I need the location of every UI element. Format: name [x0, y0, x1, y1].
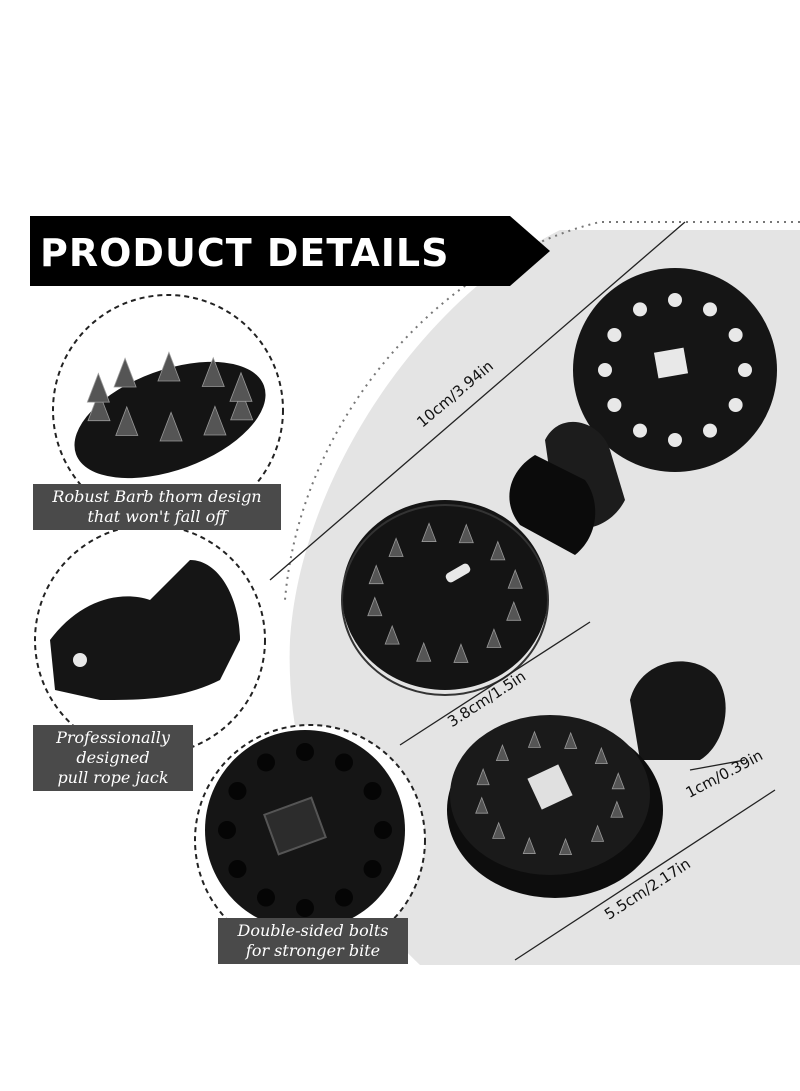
- spike: [475, 796, 489, 814]
- anchor-large: [341, 268, 777, 696]
- hole: [668, 433, 682, 447]
- hole: [228, 860, 247, 878]
- hole: [633, 423, 647, 438]
- caption-bolts: Double-sided bolts for stronger bite: [218, 918, 408, 964]
- spike: [201, 356, 225, 387]
- small-disc-square: [527, 764, 573, 810]
- spike: [229, 371, 253, 402]
- spike: [564, 731, 578, 749]
- detail-barb: [52, 294, 284, 526]
- spike: [476, 768, 490, 786]
- spike: [486, 628, 502, 648]
- spike: [492, 821, 506, 839]
- hole: [296, 899, 314, 917]
- caption-barb: Robust Barb thorn design that won't fall…: [33, 484, 281, 530]
- caption-line: for stronger bite: [245, 941, 381, 960]
- spike: [113, 357, 137, 388]
- spike: [495, 743, 510, 762]
- spike: [590, 824, 605, 842]
- dimension-lines: [269, 221, 776, 961]
- spike: [230, 390, 254, 421]
- spike: [611, 772, 625, 790]
- spike: [594, 746, 608, 765]
- bottom-disc-slot: [445, 563, 471, 583]
- spike: [522, 836, 536, 854]
- hole: [296, 743, 314, 761]
- banner: [30, 216, 550, 286]
- spike: [453, 643, 469, 663]
- hole: [738, 363, 752, 377]
- spike: [87, 390, 111, 422]
- spike: [506, 601, 522, 621]
- bottom-disc-spikes: [367, 522, 523, 663]
- spike: [367, 596, 383, 617]
- caption-jack: Professionally designed pull rope jack: [33, 725, 193, 791]
- spike: [368, 564, 384, 585]
- spike: [203, 405, 227, 436]
- hole: [728, 398, 743, 412]
- hole: [607, 328, 622, 342]
- spike: [157, 351, 181, 382]
- caption-line: designed: [76, 748, 150, 767]
- spike: [159, 411, 183, 442]
- hole: [598, 363, 612, 377]
- bottom-disc-rim: [341, 504, 549, 696]
- hole: [257, 753, 275, 772]
- detail-jack: [34, 524, 266, 756]
- hole: [335, 888, 353, 907]
- bottom-disc: [342, 500, 548, 690]
- spike: [416, 641, 432, 662]
- panel-dotted-outline: [284, 221, 800, 601]
- hole: [703, 302, 717, 317]
- spike: [507, 568, 523, 589]
- caption-line: pull rope jack: [57, 768, 169, 787]
- anchor-bend-shadow: [509, 455, 596, 555]
- rope-loop: [630, 661, 726, 760]
- hole: [363, 782, 382, 800]
- page-title: PRODUCT DETAILS: [40, 231, 450, 275]
- hole: [703, 423, 717, 438]
- small-disc-spikes: [475, 730, 625, 856]
- hole: [228, 782, 247, 800]
- caption-line: Robust Barb thorn design: [52, 487, 262, 506]
- hole: [633, 302, 647, 317]
- hole: [728, 328, 743, 342]
- spike: [115, 405, 139, 436]
- spike: [384, 624, 400, 645]
- hole: [363, 860, 382, 878]
- top-disc-holes: [598, 293, 752, 447]
- caption-line: that won't fall off: [87, 507, 227, 526]
- spike: [388, 537, 404, 557]
- spike: [610, 800, 624, 818]
- hole: [257, 888, 275, 907]
- spike: [458, 523, 474, 544]
- caption-line: Professionally: [56, 728, 170, 747]
- spike: [421, 522, 437, 542]
- hole: [374, 821, 392, 839]
- caption-line: Double-sided bolts: [237, 921, 389, 940]
- hole: [218, 821, 236, 839]
- spike: [527, 730, 542, 748]
- hole: [607, 398, 622, 412]
- detail-bolts: [194, 724, 426, 956]
- spike: [490, 540, 506, 561]
- anchor-small: [447, 661, 726, 898]
- spike: [86, 372, 110, 403]
- spike: [558, 837, 573, 856]
- hole: [668, 293, 682, 307]
- hole: [335, 753, 353, 772]
- top-disc-square-hole: [653, 347, 689, 379]
